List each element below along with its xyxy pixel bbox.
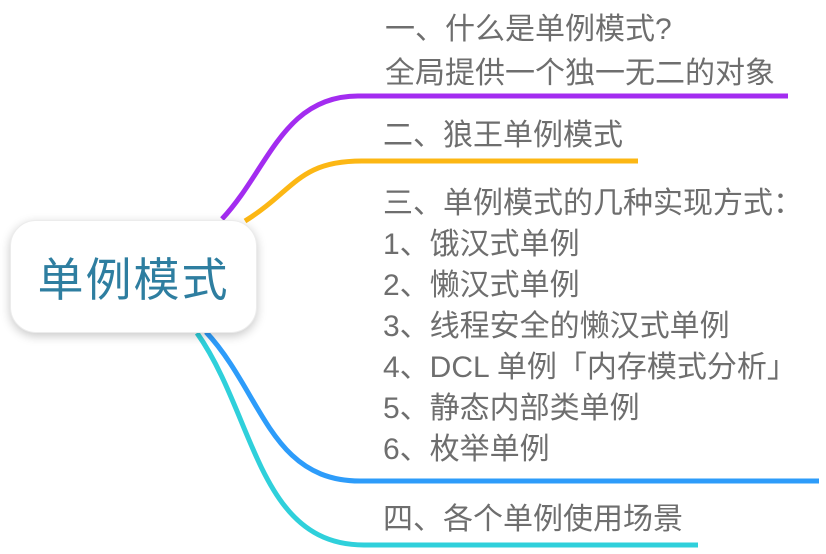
list-item-dcl: 4、DCL 单例「内存模式分析」 — [383, 351, 797, 384]
topic-title: 三、单例模式的几种实现方式： — [383, 187, 803, 220]
branch-line-implementations — [204, 330, 819, 484]
topic-implementations[interactable]: 三、单例模式的几种实现方式： 1、饿汉式单例 2、懒汉式单例 3、线程安全的懒汉… — [383, 183, 803, 470]
topic-use-cases[interactable]: 四、各个单例使用场景 — [383, 505, 683, 535]
root-node-label: 单例模式 — [37, 253, 230, 306]
topic-wolf-king-singleton[interactable]: 二、狼王单例模式 — [383, 121, 623, 151]
branch-line-what-is-singleton — [220, 93, 788, 221]
branch-line-wolf-king-singleton — [243, 158, 638, 224]
list-item-enum: 6、枚举单例 — [383, 433, 550, 466]
topic-title: 一、什么是单例模式? — [385, 13, 672, 46]
list-item-thread-safe-lazy: 3、线程安全的懒汉式单例 — [383, 310, 730, 343]
topic-title: 二、狼王单例模式 — [383, 119, 623, 152]
list-item-lazy: 2、懒汉式单例 — [383, 269, 580, 302]
topic-what-is-singleton[interactable]: 一、什么是单例模式? 全局提供一个独一无二的对象 — [385, 8, 775, 96]
root-node-singleton-pattern[interactable]: 单例模式 — [10, 220, 257, 333]
branch-line-use-cases — [194, 331, 698, 548]
list-item-hungry: 1、饿汉式单例 — [383, 228, 580, 261]
list-item-static-inner-class: 5、静态内部类单例 — [383, 392, 640, 425]
topic-title: 四、各个单例使用场景 — [383, 503, 683, 536]
topic-subtitle: 全局提供一个独一无二的对象 — [385, 57, 775, 90]
